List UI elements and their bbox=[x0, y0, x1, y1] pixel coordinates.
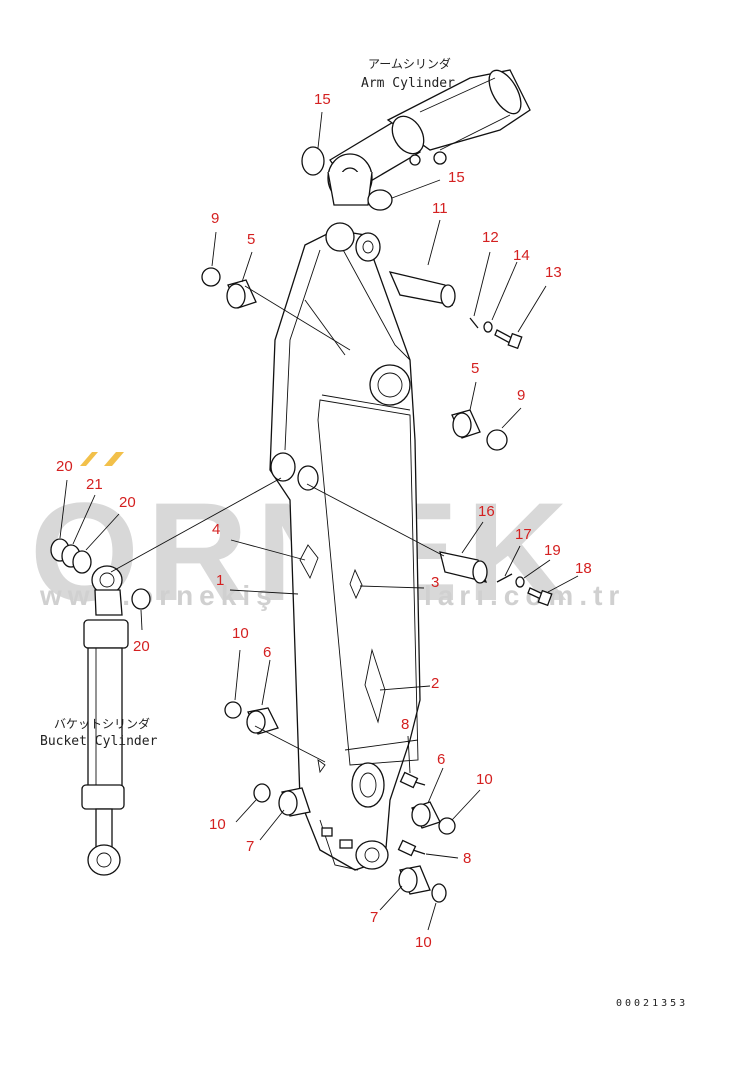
callout-6-left: 6 bbox=[263, 644, 271, 661]
washer-20-c bbox=[131, 588, 151, 610]
ring-10-mid-left bbox=[224, 701, 242, 719]
watermark-logo-icon bbox=[80, 452, 124, 466]
washer-15-left bbox=[301, 146, 325, 176]
bushing-6-right bbox=[411, 801, 441, 829]
drawing-code: 00021353 bbox=[616, 998, 688, 1009]
bushing-7-left bbox=[278, 787, 311, 817]
callout-14: 14 bbox=[513, 247, 530, 264]
callout-18: 18 bbox=[575, 560, 592, 577]
grease-fitting-8-top bbox=[399, 771, 426, 789]
callout-3: 3 bbox=[431, 574, 439, 591]
arm-cylinder-jp-label: アームシリンダ bbox=[368, 56, 451, 71]
washer-15-right bbox=[367, 189, 393, 211]
callout-10-bottom: 10 bbox=[415, 934, 432, 951]
washer-14 bbox=[483, 321, 493, 333]
pin-16 bbox=[439, 551, 488, 584]
bushing-6-left bbox=[246, 707, 279, 735]
callout-10-mid-left: 10 bbox=[232, 625, 249, 642]
bushing-7-right bbox=[398, 865, 431, 895]
pin-12 bbox=[469, 317, 479, 329]
washer-19 bbox=[515, 576, 525, 588]
bucket-cylinder-en-label: Bucket Cylinder bbox=[40, 734, 158, 749]
callout-20-b: 20 bbox=[119, 494, 136, 511]
callout-15-right: 15 bbox=[448, 169, 465, 186]
callout-17: 17 bbox=[515, 526, 532, 543]
grease-fitting-8-bottom bbox=[397, 839, 426, 857]
callout-8-bottom: 8 bbox=[463, 850, 471, 867]
callout-5-right: 5 bbox=[471, 360, 479, 377]
callout-13: 13 bbox=[545, 264, 562, 281]
callout-10-lower-left: 10 bbox=[209, 816, 226, 833]
pin-17 bbox=[496, 573, 513, 583]
arm-cylinder-en-label: Arm Cylinder bbox=[361, 76, 455, 91]
callout-4: 4 bbox=[212, 521, 220, 538]
callout-numbers: 15 15 9 5 11 12 14 13 5 9 20 21 20 16 4 … bbox=[56, 91, 592, 951]
callout-20-c: 20 bbox=[133, 638, 150, 655]
callout-11: 11 bbox=[432, 200, 448, 217]
leader-lines bbox=[59, 111, 579, 931]
callout-6-right: 6 bbox=[437, 751, 445, 768]
arm-cylinder bbox=[327, 69, 531, 206]
callout-19: 19 bbox=[544, 542, 561, 559]
ring-10-right bbox=[438, 817, 456, 835]
bolt-13 bbox=[494, 329, 523, 350]
bushing-5-right bbox=[451, 409, 481, 439]
callout-12: 12 bbox=[482, 229, 499, 246]
ring-10-lower-left bbox=[253, 783, 271, 803]
bucket-cylinder bbox=[81, 565, 129, 876]
callout-16: 16 bbox=[478, 503, 495, 520]
callout-7-right: 7 bbox=[370, 909, 378, 926]
callout-15-top: 15 bbox=[314, 91, 331, 108]
callout-8-top: 8 bbox=[401, 716, 409, 733]
bolt-18 bbox=[527, 587, 553, 607]
arm-body bbox=[269, 222, 421, 871]
callout-7-left: 7 bbox=[246, 838, 254, 855]
bucket-cylinder-jp-label: バケットシリンダ bbox=[54, 716, 150, 731]
callout-1: 1 bbox=[216, 572, 224, 589]
ring-9-top bbox=[201, 267, 221, 287]
callout-2: 2 bbox=[431, 675, 439, 692]
callout-20-a: 20 bbox=[56, 458, 73, 475]
callout-9-top: 9 bbox=[211, 210, 219, 227]
callout-9-right: 9 bbox=[517, 387, 525, 404]
pin-11 bbox=[388, 271, 456, 308]
bushing-5-top bbox=[226, 279, 257, 309]
callout-5-top: 5 bbox=[247, 231, 255, 248]
ring-10-bottom bbox=[431, 883, 447, 903]
washer-20-b bbox=[72, 550, 92, 574]
ring-9-right bbox=[486, 429, 508, 451]
callout-21: 21 bbox=[86, 476, 103, 493]
callout-10-right: 10 bbox=[476, 771, 493, 788]
